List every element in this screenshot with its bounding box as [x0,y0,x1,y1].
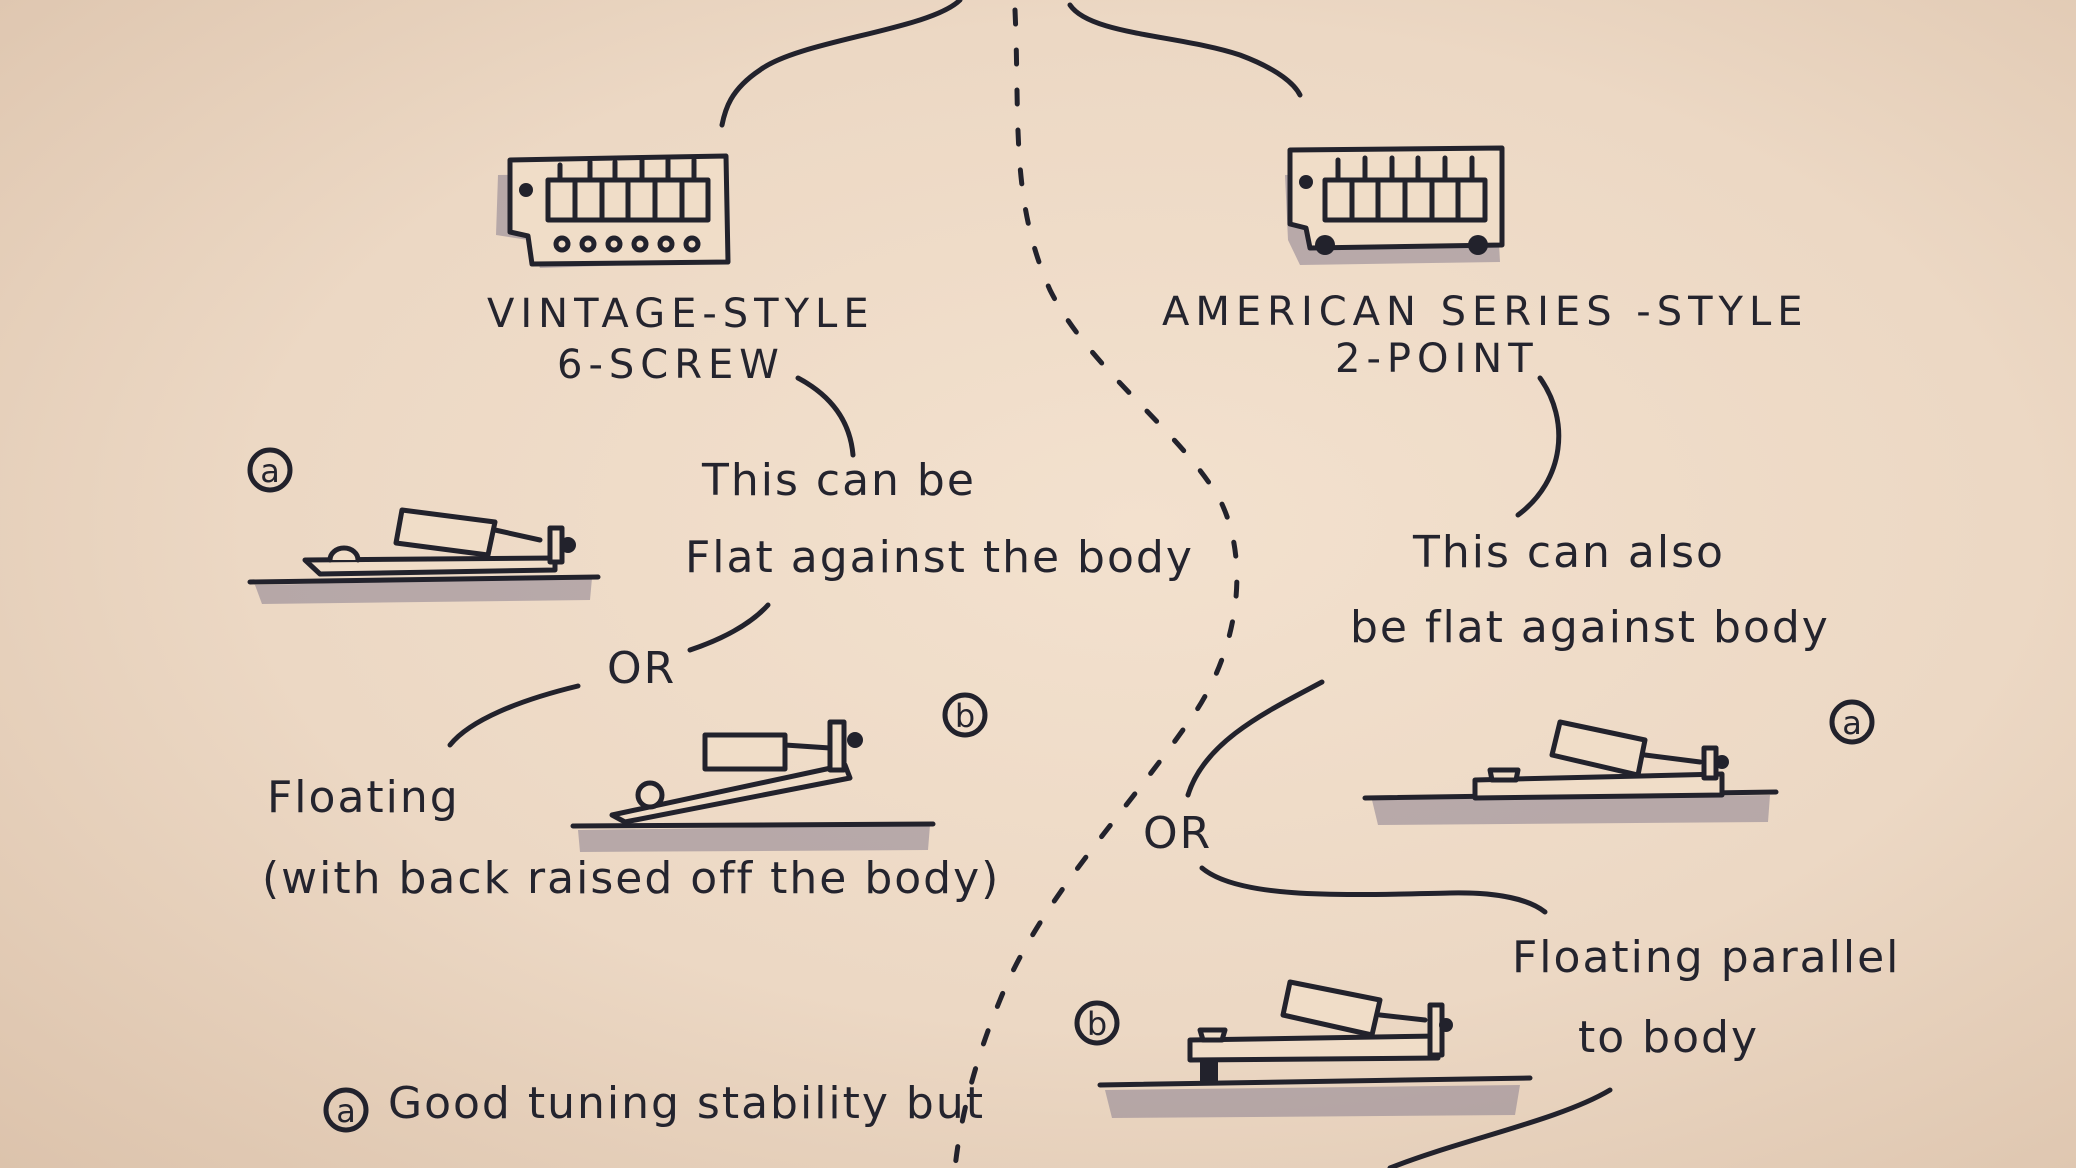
american-title-line2: 2-POINT [1335,336,1539,382]
vintage-or-lower-connector [447,683,581,748]
american-note-flat-line2: be flat against body [1350,602,1830,653]
vintage-bridge-icon [496,153,731,268]
svg-text:a: a [260,452,280,490]
svg-text:b: b [955,697,975,735]
american-floating-line2: to body [1578,1012,1759,1063]
svg-text:a: a [1842,704,1862,742]
vintage-or-upper-connector [687,602,771,653]
american-or-upper-connector [1185,679,1325,798]
american-flat-side-view [1362,719,1779,825]
american-title-line1: AMERICAN SERIES -STYLE [1162,289,1809,335]
vintage-bottom-note: Good tuning stability but [388,1078,985,1129]
vintage-note-connector [795,375,856,458]
vintage-note-flat-line2: Flat against the body [685,532,1194,583]
american-option-b-badge: b [1074,1000,1120,1046]
vintage-floating-line2: (with back raised off the body) [262,853,1000,904]
american-floating-line1: Floating parallel [1512,932,1900,983]
branch-left-connector [719,0,963,128]
vintage-note-flat-line1: This can be [701,455,976,506]
vintage-floating-side-view [570,719,936,852]
american-bottom-connector [1387,1087,1613,1168]
american-note-flat-line1: This can also [1412,527,1725,578]
dashed-divider [952,7,1240,1168]
vintage-option-a-badge: a [247,447,293,493]
american-option-a-badge: a [1829,699,1875,745]
vintage-option-b-badge: b [942,692,988,738]
american-or-lower-connector [1199,865,1548,915]
svg-text:a: a [336,1092,356,1130]
american-note-connector [1515,375,1562,518]
american-floating-side-view [1097,979,1533,1118]
vintage-title-line2: 6-SCREW [557,342,785,388]
american-bridge-icon [1285,145,1505,265]
vintage-bottom-badge: a [323,1087,369,1133]
vintage-or-label: OR [607,643,676,694]
vintage-flat-side-view [247,507,601,604]
branch-right-connector [1067,2,1303,98]
vintage-floating-line1: Floating [267,772,460,823]
svg-text:b: b [1087,1005,1107,1043]
american-or-label: OR [1143,808,1212,859]
vintage-title-line1: VINTAGE-STYLE [487,291,875,337]
